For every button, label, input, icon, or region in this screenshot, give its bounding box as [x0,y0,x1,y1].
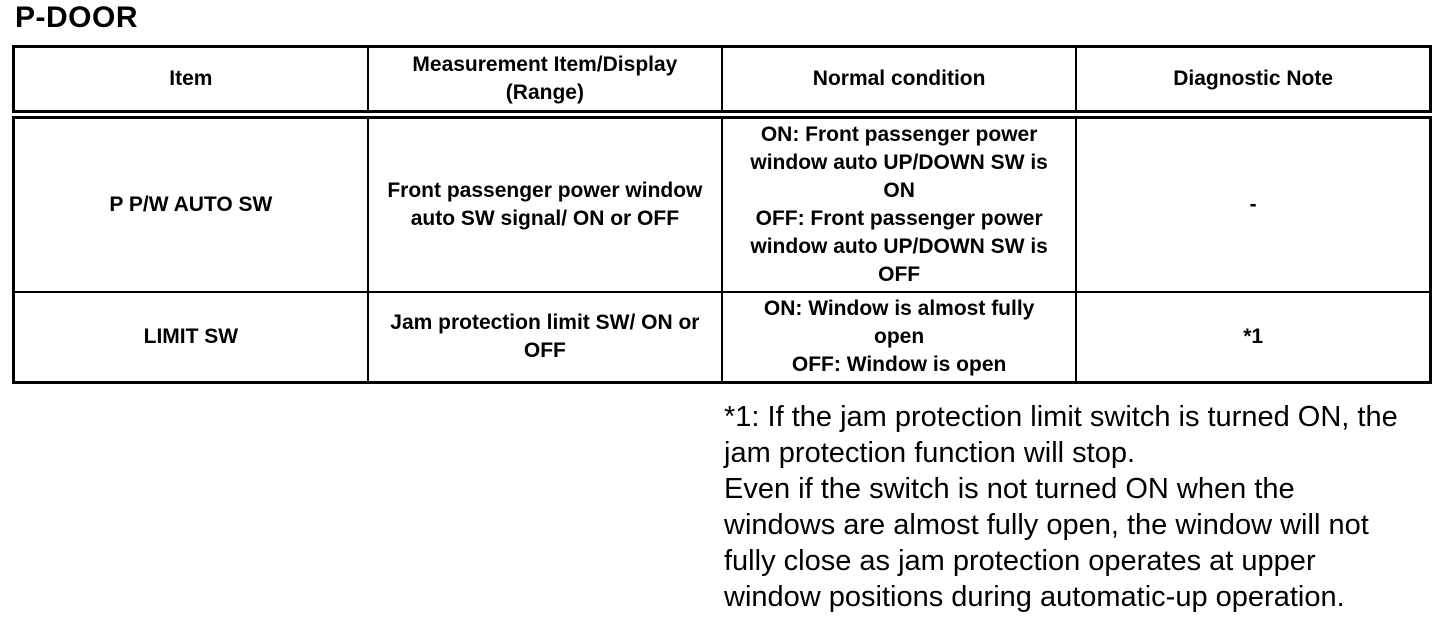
cell-item: LIMIT SW [12,291,369,384]
cell-measurement: Jam protection limit SW/ ON or OFF [366,291,724,384]
cell-normal-condition: ON: Window is almost fully open OFF: Win… [720,291,1078,384]
col-header-normal-condition: Normal condition [720,45,1078,119]
cell-item: P P/W AUTO SW [12,113,369,293]
table-header-row: Item Measurement Item/Display (Range) No… [12,45,1432,119]
col-header-measurement: Measurement Item/Display (Range) [366,45,724,119]
col-header-diagnostic-note: Diagnostic Note [1075,45,1432,119]
page-title: P-DOOR [15,1,138,34]
col-header-item: Item [12,45,369,119]
cell-diagnostic-note: - [1075,113,1432,293]
table-row: P P/W AUTO SW Front passenger power wind… [12,113,1432,293]
footnote-asterisk-1: *1: If the jam protection limit switch i… [724,401,1398,613]
cell-measurement: Front passenger power window auto SW sig… [366,113,724,293]
cell-diagnostic-note: *1 [1075,291,1432,384]
diagnostic-table: Item Measurement Item/Display (Range) No… [12,45,1432,384]
cell-normal-condition: ON: Front passenger power window auto UP… [720,113,1078,293]
table-row: LIMIT SW Jam protection limit SW/ ON or … [12,291,1432,384]
